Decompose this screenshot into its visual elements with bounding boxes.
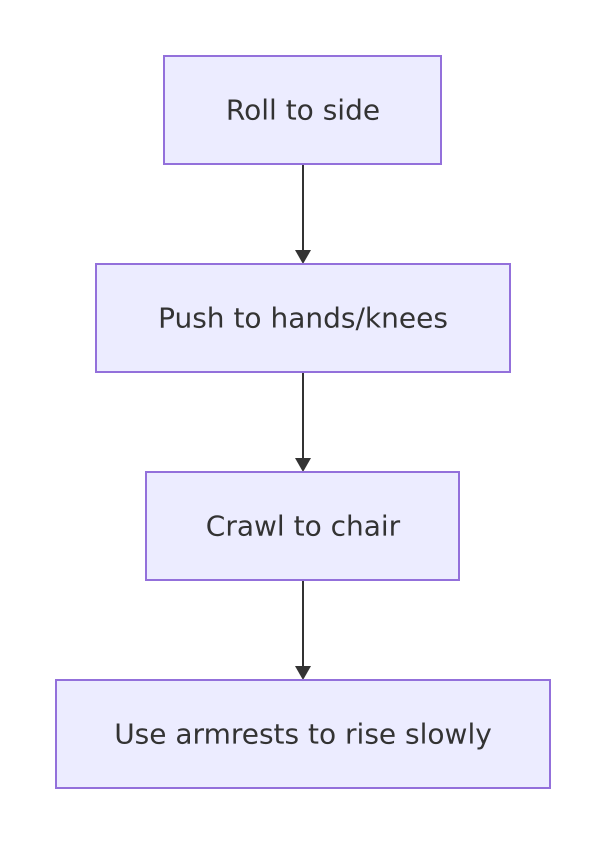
node-push-to-hands-knees: Push to hands/knees bbox=[95, 263, 511, 373]
node-crawl-to-chair: Crawl to chair bbox=[145, 471, 460, 581]
node-label: Roll to side bbox=[226, 94, 380, 127]
node-label: Use armrests to rise slowly bbox=[114, 718, 492, 751]
node-roll-to-side: Roll to side bbox=[163, 55, 442, 165]
node-label: Push to hands/knees bbox=[158, 302, 448, 335]
edge-crawl-to-rise bbox=[295, 580, 311, 680]
edge-roll-to-push bbox=[295, 164, 311, 264]
node-use-armrests-to-rise-slowly: Use armrests to rise slowly bbox=[55, 679, 551, 789]
edge-push-to-crawl bbox=[295, 372, 311, 472]
node-label: Crawl to chair bbox=[206, 510, 401, 543]
